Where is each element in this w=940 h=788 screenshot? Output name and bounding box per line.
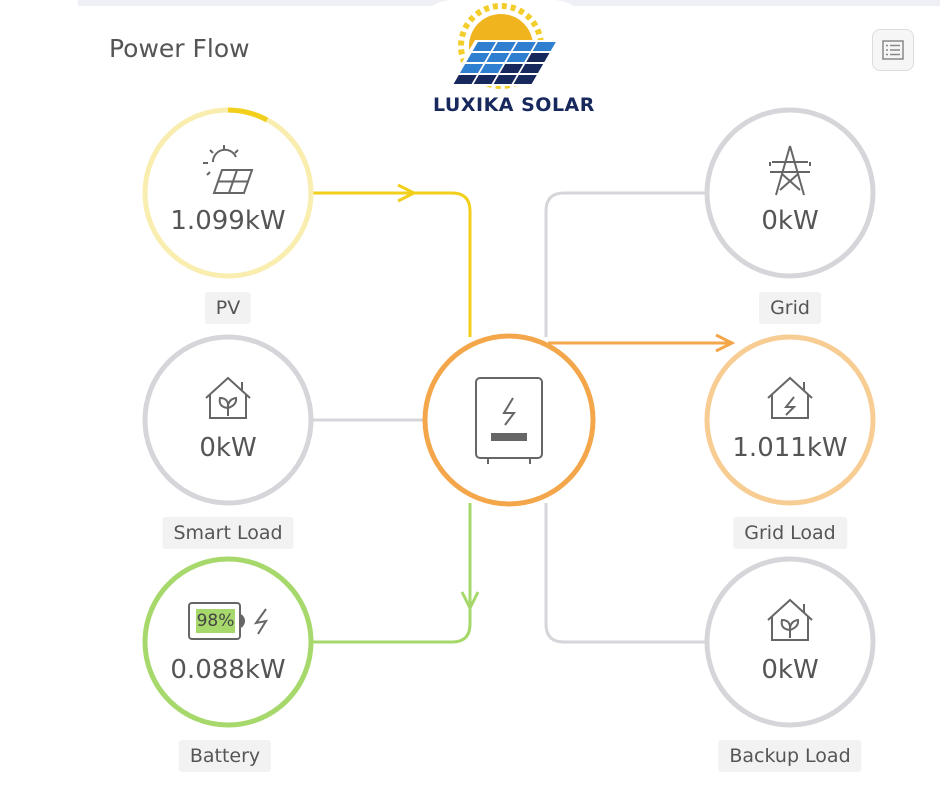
grid-line xyxy=(544,191,706,337)
smart-load-label: Smart Load xyxy=(162,517,294,549)
pv-value: 1.099kW xyxy=(170,206,286,236)
smart-load-value: 0kW xyxy=(199,433,257,463)
grid-load-value: 1.011kW xyxy=(732,433,848,463)
inverter-icon xyxy=(475,377,543,464)
grid-load-flow-arrow xyxy=(715,333,736,353)
backup-load-value: 0kW xyxy=(761,655,819,685)
backup-load-line xyxy=(544,503,706,644)
pv-flow-line xyxy=(311,191,472,337)
pv-flow-arrow xyxy=(397,183,418,203)
battery-flow-arrow xyxy=(460,591,480,612)
logo-sun-panel-icon xyxy=(448,3,565,89)
battery-ring[interactable] xyxy=(142,556,314,728)
house-leaf-icon xyxy=(205,376,251,419)
logo xyxy=(413,0,593,122)
backup-load-label: Backup Load xyxy=(718,740,862,772)
battery-value: 0.088kW xyxy=(170,655,286,685)
battery-flow-line xyxy=(311,503,472,644)
page-title: Power Flow xyxy=(109,34,250,63)
grid-value: 0kW xyxy=(761,206,819,236)
pv-label: PV xyxy=(204,292,252,324)
smart-load-ring[interactable] xyxy=(142,334,314,506)
house-leaf-icon xyxy=(767,598,813,641)
backup-load-ring[interactable] xyxy=(704,556,876,728)
grid-load-ring[interactable] xyxy=(704,334,876,506)
power-tower-icon xyxy=(769,145,811,196)
battery-label: Battery xyxy=(178,740,272,772)
pv-progress-arc xyxy=(227,107,269,123)
battery-soc: 98% xyxy=(196,609,235,633)
grid-label: Grid xyxy=(759,292,821,324)
house-bolt-icon xyxy=(767,376,813,419)
logo-text: LUXIKA SOLAR xyxy=(433,94,595,116)
menu-button[interactable] xyxy=(872,29,914,71)
list-icon xyxy=(882,40,904,60)
grid-load-label: Grid Load xyxy=(733,517,847,549)
battery-charging-icon xyxy=(188,602,269,640)
solar-panel-icon xyxy=(203,145,254,194)
grid-ring[interactable] xyxy=(704,107,876,279)
